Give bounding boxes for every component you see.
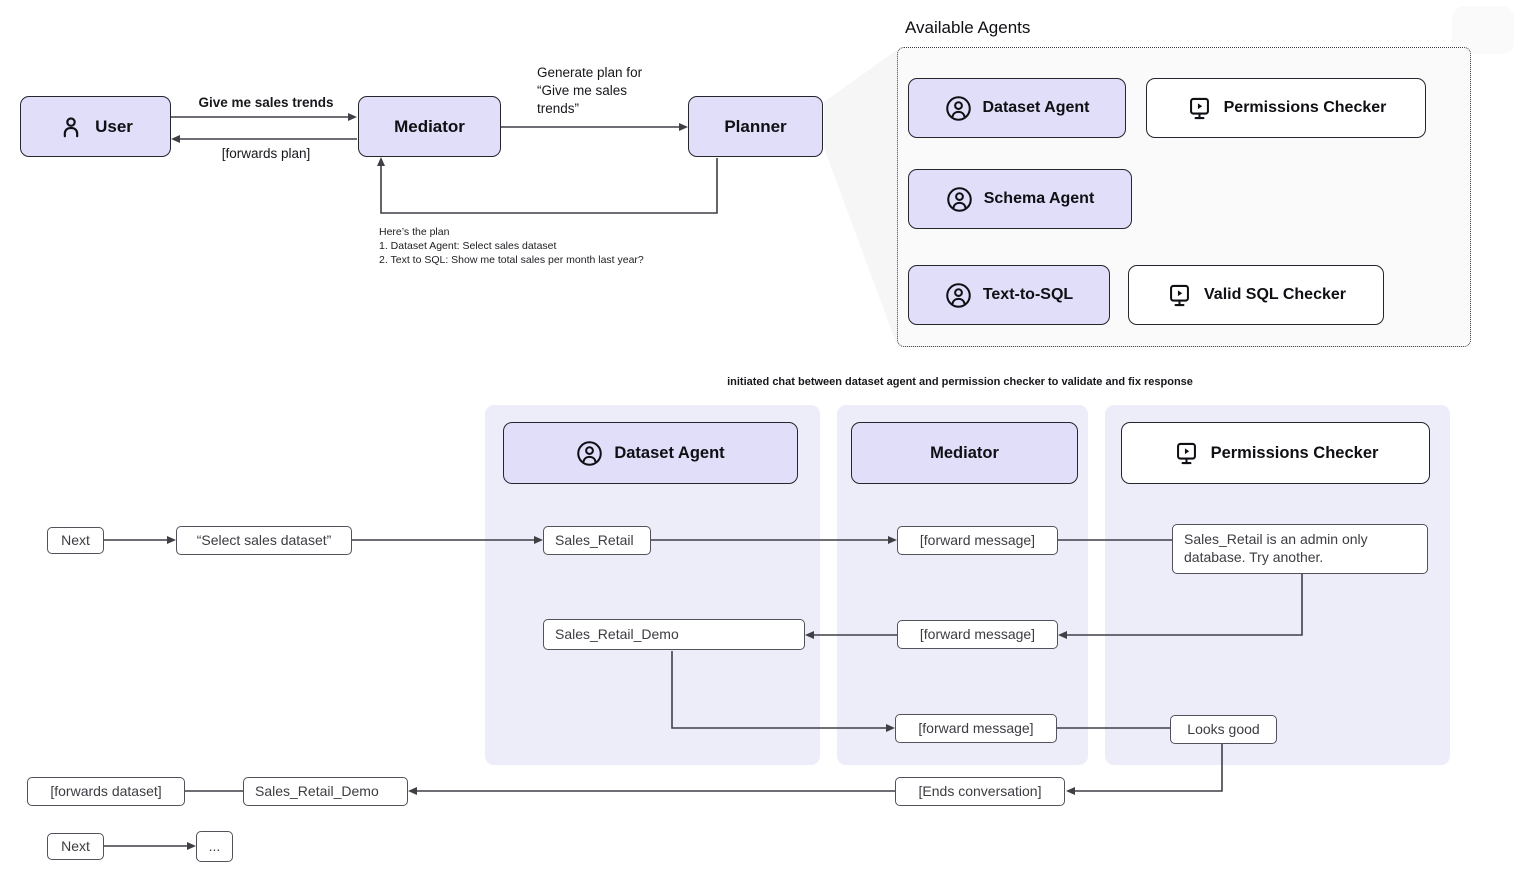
plan-note: Here’s the plan 1. Dataset Agent: Select… [379,225,644,267]
agent-icon [945,95,972,122]
plan-note-line-3: 2. Text to SQL: Show me total sales per … [379,254,644,266]
lane-header-mediator-label: Mediator [930,443,999,462]
generate-plan-line-3: trends” [537,101,580,116]
next-box-2: Next [47,833,104,860]
chip-permissions-checker-label: Permissions Checker [1223,99,1387,116]
agent-icon [946,186,973,213]
forward-message-box-2: [forward message] [897,620,1058,649]
mediator-node: Mediator [358,96,501,157]
lane-header-mediator: Mediator [851,422,1078,484]
forward-message-box-3: [forward message] [895,714,1057,743]
ends-conversation-box: [Ends conversation] [895,777,1065,806]
edge-label-generate-plan: Generate plan for “Give me sales trends” [537,64,642,118]
lane-header-permissions-checker: Permissions Checker [1121,422,1430,484]
user-node: User [20,96,171,157]
sales-retail-demo-box: Sales_Retail_Demo [543,619,805,650]
sales-retail-demo-final-box: Sales_Retail_Demo [243,777,408,806]
checker-icon [1166,282,1193,309]
checker-icon [1186,95,1213,122]
forward-message-box-1: [forward message] [897,526,1058,555]
edge-label-mediator-to-user: [forwards plan] [221,146,311,161]
next-box-1: Next [47,527,104,554]
chip-valid-sql-checker: Valid SQL Checker [1128,265,1384,325]
agent-icon [576,440,603,467]
ellipsis-box: ... [196,831,233,862]
available-agents-title: Available Agents [905,18,1031,37]
checker-icon [1173,440,1200,467]
mediator-node-label: Mediator [394,116,465,136]
planner-node-label: Planner [724,116,787,136]
sales-retail-box: Sales_Retail [543,526,651,555]
edge-label-user-to-mediator: Give me sales trends [198,95,334,110]
chat-caption: initiated chat between dataset agent and… [727,376,1193,388]
lane-header-dataset-agent: Dataset Agent [503,422,798,484]
lane-header-permissions-checker-label: Permissions Checker [1210,443,1379,462]
chip-valid-sql-checker-label: Valid SQL Checker [1204,286,1346,303]
looks-good-box: Looks good [1170,715,1277,744]
chip-text-to-sql: Text-to-SQL [908,265,1110,325]
chip-text-to-sql-label: Text-to-SQL [982,286,1074,303]
chip-dataset-agent: Dataset Agent [908,78,1126,138]
person-icon [58,114,84,140]
chip-schema-agent-label: Schema Agent [983,190,1095,207]
user-node-label: User [95,116,133,136]
generate-plan-line-2: “Give me sales [537,83,628,98]
chip-schema-agent: Schema Agent [908,169,1132,229]
lane-header-dataset-agent-label: Dataset Agent [614,443,725,462]
decorative-shape [1452,6,1514,54]
generate-plan-line-1: Generate plan for [537,65,643,80]
chip-dataset-agent-label: Dataset Agent [982,99,1090,116]
plan-note-line-2: 1. Dataset Agent: Select sales dataset [379,240,557,252]
select-sales-dataset-box: “Select sales dataset” [176,526,352,555]
plan-note-line-1: Here’s the plan [379,226,450,238]
forwards-dataset-box: [forwards dataset] [27,777,185,806]
chip-permissions-checker: Permissions Checker [1146,78,1426,138]
planner-node: Planner [688,96,823,157]
admin-only-response-box: Sales_Retail is an admin only database. … [1172,524,1428,574]
agent-icon [945,282,972,309]
